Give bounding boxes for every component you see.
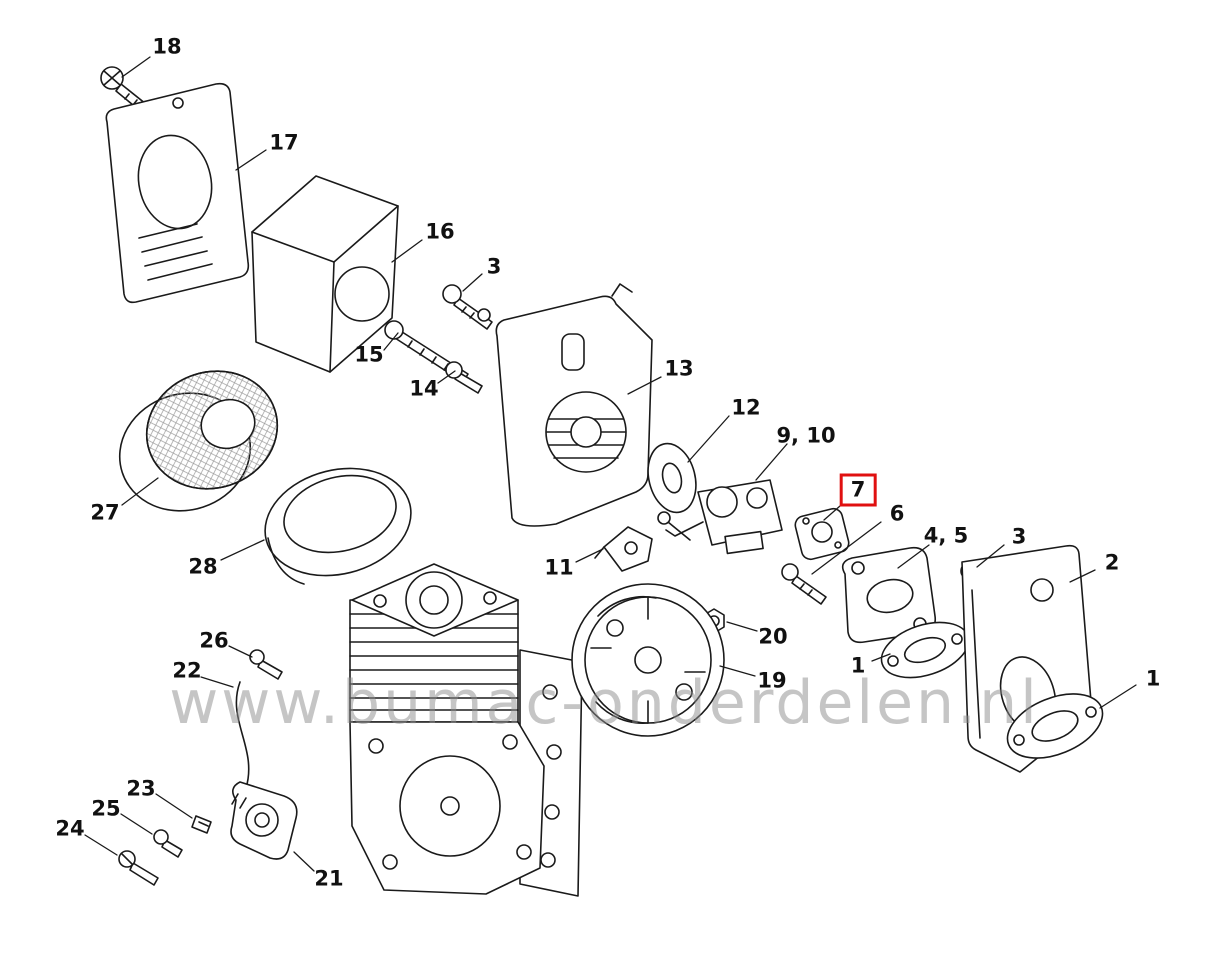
part-muffler-gasket-right xyxy=(1006,693,1104,759)
callout-26: 26 xyxy=(199,628,229,653)
callout-11: 11 xyxy=(544,555,574,580)
callout-1-right: 1 xyxy=(1145,666,1161,691)
callout-3-right: 3 xyxy=(1011,524,1027,549)
part-fan-housing xyxy=(495,283,653,527)
callout-18: 18 xyxy=(152,34,182,59)
part-screw-24 xyxy=(118,850,159,886)
callout-2: 2 xyxy=(1104,550,1120,575)
part-screw-3-top xyxy=(442,284,493,330)
part-screw-25 xyxy=(153,829,183,858)
callout-6: 6 xyxy=(889,501,905,526)
callout-20: 20 xyxy=(758,624,788,649)
callout-7-highlighted: 7 xyxy=(839,473,877,507)
part-air-filter-element xyxy=(118,370,279,512)
callout-25: 25 xyxy=(91,796,121,821)
callout-21: 21 xyxy=(314,866,344,891)
part-choke-lever xyxy=(594,526,653,572)
leader-lines xyxy=(84,56,1137,872)
part-ignition-module xyxy=(230,681,298,860)
part-air-filter-cover xyxy=(105,82,250,304)
part-carburetor xyxy=(657,479,783,555)
callout-15: 15 xyxy=(354,342,384,367)
part-washer-12 xyxy=(647,442,697,514)
watermark: www.bumac-onderdelen.nl xyxy=(169,668,1040,738)
callout-9-10: 9, 10 xyxy=(776,423,836,448)
part-muffler-gasket-left xyxy=(880,621,970,679)
callout-22: 22 xyxy=(172,658,202,683)
callout-24: 24 xyxy=(55,816,85,841)
callout-28: 28 xyxy=(188,554,218,579)
callout-14: 14 xyxy=(409,376,439,401)
callout-19: 19 xyxy=(757,668,787,693)
callout-4-5: 4, 5 xyxy=(923,523,969,548)
callout-16: 16 xyxy=(425,219,455,244)
part-screw-14 xyxy=(445,361,483,394)
callout-13: 13 xyxy=(664,356,694,381)
part-carburetor-gasket xyxy=(794,507,850,561)
part-filter-housing xyxy=(251,175,399,373)
callout-1-left: 1 xyxy=(850,653,866,678)
part-screw-26 xyxy=(249,649,283,680)
callout-23: 23 xyxy=(126,776,156,801)
part-filter-ring xyxy=(264,467,412,585)
callout-3-top: 3 xyxy=(486,254,502,279)
callout-27: 27 xyxy=(90,500,120,525)
callout-17: 17 xyxy=(269,130,299,155)
part-cylinder-crankcase xyxy=(349,563,545,895)
part-clip-23 xyxy=(191,815,212,834)
callout-12: 12 xyxy=(731,395,761,420)
part-flywheel xyxy=(571,583,725,737)
part-screw-6 xyxy=(781,563,827,605)
